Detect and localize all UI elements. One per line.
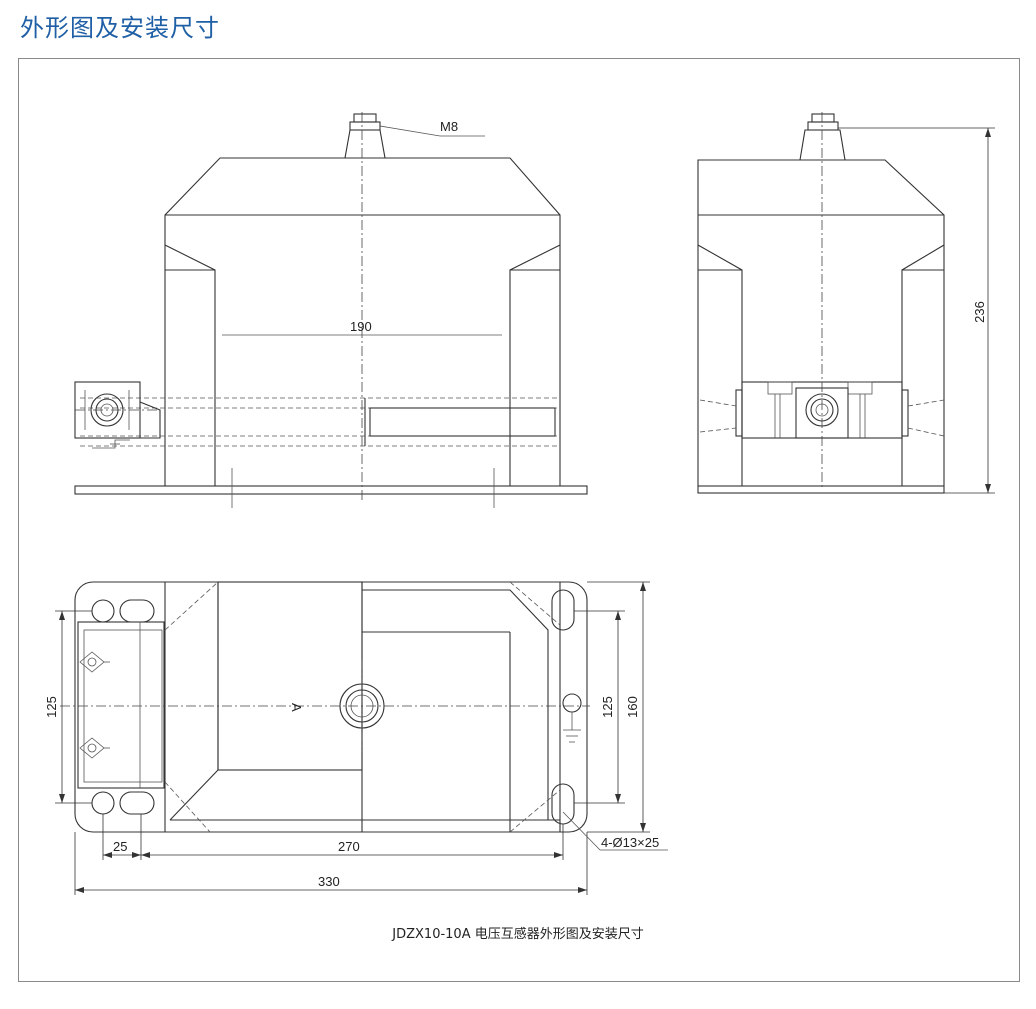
- view-a-label: A: [289, 703, 304, 712]
- offset-25-label: 25: [113, 839, 127, 854]
- depth-160-label: 160: [625, 696, 640, 718]
- hole-spacing-125-right-label: 125: [600, 696, 615, 718]
- top-view: [55, 581, 668, 895]
- side-view: [697, 112, 995, 494]
- width-190-label: 190: [350, 319, 372, 334]
- page-title: 外形图及安装尺寸: [20, 14, 220, 42]
- height-236-label: 236: [972, 301, 987, 323]
- mounting-holes-label: 4-Ø13×25: [601, 835, 659, 850]
- overall-330-label: 330: [318, 874, 340, 889]
- drawing-frame: [18, 58, 1020, 982]
- thread-label: M8: [440, 119, 458, 134]
- drawing-caption: JDZX10-10A 电压互感器外形图及安装尺寸: [391, 926, 643, 942]
- hole-spacing-125-left-label: 125: [44, 696, 59, 718]
- front-view: [74, 112, 588, 508]
- hole-spacing-270-label: 270: [338, 839, 360, 854]
